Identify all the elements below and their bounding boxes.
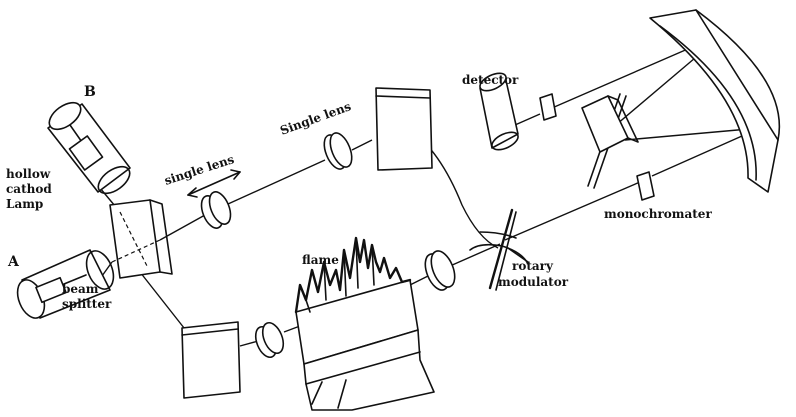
label-flame: flame — [302, 253, 339, 267]
mirror-top-face — [376, 88, 432, 170]
beam-detector-1 — [515, 114, 540, 125]
concave-mirror-body — [650, 10, 778, 192]
label-lamp-a: A — [7, 254, 20, 270]
label-hollow-2: cathod — [6, 182, 52, 196]
label-rotary: rotary — [512, 259, 554, 273]
lens-left — [188, 170, 240, 231]
mirror-top — [376, 88, 432, 170]
label-hollow-1: hollow — [6, 167, 51, 181]
entrance-slit — [637, 172, 654, 200]
mirror-lower — [182, 322, 240, 398]
concave-mirror — [650, 10, 779, 192]
label-monochromater: monochromater — [604, 207, 712, 221]
exit-slit — [540, 94, 556, 120]
lens-top — [320, 130, 356, 172]
label-hollow-3: Lamp — [6, 197, 43, 211]
label-single-lens-top: Single lens — [278, 99, 353, 138]
beam-detector-2 — [552, 48, 690, 108]
label-detector: detector — [462, 73, 519, 87]
label-beam-splitter-1: beam — [62, 282, 99, 296]
label-modulator: modulator — [498, 275, 569, 289]
burner — [296, 280, 434, 410]
beam-splitter-face — [110, 200, 160, 278]
label-lamp-b: B — [84, 84, 96, 100]
beam-upper-3 — [352, 140, 372, 150]
label-single-lens-left: single lens — [163, 152, 236, 188]
lens-lower-left — [252, 320, 288, 360]
grating-front — [582, 96, 628, 152]
lamp-b — [45, 97, 135, 198]
beam-upper-2 — [228, 160, 325, 204]
lens-lower-right — [421, 248, 460, 294]
beam-mono-1 — [610, 58, 695, 130]
label-beam-splitter-2: splitter — [62, 297, 112, 311]
grating — [582, 94, 638, 188]
beam-lower-1 — [140, 272, 188, 333]
